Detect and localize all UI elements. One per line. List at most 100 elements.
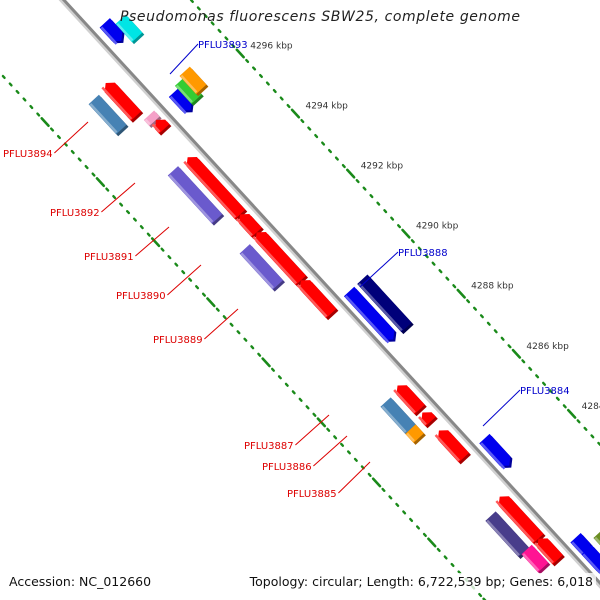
label-leader-line	[101, 182, 136, 213]
gene-label-pflu3888[interactable]: PFLU3888	[398, 248, 448, 259]
gene-label-pflu3890[interactable]: PFLU3890	[116, 291, 166, 302]
minor-tick	[535, 374, 540, 379]
gene-arrow[interactable]	[380, 397, 416, 434]
gene-pflu3892[interactable]	[167, 166, 225, 226]
gene-pflu3887[interactable]	[380, 397, 418, 436]
gene-g-red-1[interactable]	[101, 82, 144, 123]
minor-tick	[231, 43, 236, 49]
minor-tick	[265, 81, 270, 86]
major-tick	[401, 228, 411, 239]
minor-tick	[312, 412, 317, 417]
minor-tick	[217, 28, 222, 34]
minor-tick	[15, 89, 20, 95]
gene-pflu3889[interactable]	[296, 280, 339, 321]
gene-g-red-3886b[interactable]	[418, 412, 438, 429]
gene-pflu3886[interactable]	[405, 424, 426, 445]
gene-arrow[interactable]	[343, 286, 395, 340]
minor-tick	[305, 405, 310, 410]
gene-g-red-3887b[interactable]	[393, 385, 427, 417]
gene-arrow[interactable]	[498, 496, 544, 544]
gene-label-pflu3887[interactable]: PFLU3887	[244, 441, 294, 452]
gene-g-blue-3888a[interactable]	[343, 286, 397, 344]
gene-highlight	[393, 389, 416, 414]
minor-tick	[452, 284, 457, 289]
gene-arrow[interactable]	[570, 532, 591, 554]
gene-g-red-small[interactable]	[151, 119, 172, 136]
gene-pflu3888[interactable]	[357, 274, 414, 335]
gene-label-pflu3893[interactable]: PFLU3893	[198, 40, 248, 51]
gene-g-darkslate[interactable]	[485, 511, 531, 559]
gene-pflu3885[interactable]	[434, 430, 471, 465]
gene-arrow[interactable]	[299, 280, 337, 319]
gene-pflu3893[interactable]	[168, 87, 194, 115]
gene-g-blue-top[interactable]	[99, 18, 125, 45]
minor-tick	[125, 210, 131, 215]
gene-arrow[interactable]	[437, 430, 469, 463]
gene-arrow[interactable]	[115, 14, 143, 43]
gene-arrow[interactable]	[357, 274, 412, 333]
gene-label-pflu3892[interactable]: PFLU3892	[50, 208, 100, 219]
minor-tick	[415, 525, 421, 530]
gene-arrow[interactable]	[99, 18, 123, 42]
minor-tick	[119, 202, 124, 207]
gene-arrow[interactable]	[88, 94, 127, 135]
gene-highlight	[144, 118, 151, 126]
gene-arrow[interactable]	[479, 433, 511, 466]
gene-arrow[interactable]	[168, 87, 192, 111]
minor-tick	[224, 36, 229, 41]
gene-highlight	[252, 235, 298, 285]
label-leader-line	[313, 435, 348, 467]
label-leader-line	[169, 43, 199, 75]
gene-arrow[interactable]	[174, 76, 202, 104]
gene-arrow[interactable]	[521, 544, 549, 573]
gene-arrow[interactable]	[537, 538, 563, 565]
gene-g-blue-lower2[interactable]	[581, 545, 600, 575]
minor-tick	[29, 104, 34, 110]
minor-tick	[321, 141, 326, 146]
gene-g-pink[interactable]	[143, 110, 162, 128]
gene-arrow[interactable]	[179, 66, 207, 95]
gene-label-pflu3886[interactable]: PFLU3886	[262, 462, 312, 473]
gene-arrow[interactable]	[255, 232, 307, 286]
gene-label-pflu3884[interactable]: PFLU3884	[520, 386, 570, 397]
gene-arrow[interactable]	[239, 244, 284, 290]
minor-tick	[334, 156, 339, 161]
gene-label-pflu3885[interactable]: PFLU3885	[287, 489, 337, 500]
major-tick	[371, 477, 382, 488]
gene-highlight	[175, 84, 193, 103]
gene-g-red-3890b[interactable]	[252, 232, 309, 288]
gene-arrow[interactable]	[239, 214, 262, 238]
gene-g-cyan[interactable]	[115, 14, 145, 45]
minor-tick	[284, 382, 289, 387]
gene-label-pflu3891[interactable]: PFLU3891	[84, 252, 134, 263]
minor-tick	[132, 217, 137, 222]
gene-pflu3894[interactable]	[183, 156, 248, 222]
gene-g-red-lower[interactable]	[495, 496, 546, 546]
gene-label-pflu3889[interactable]: PFLU3889	[153, 335, 203, 346]
gene-arrow[interactable]	[186, 156, 246, 220]
minor-tick	[286, 103, 291, 109]
gene-arrow[interactable]	[396, 385, 425, 415]
gene-highlight	[434, 434, 460, 462]
minor-tick	[417, 246, 422, 251]
minor-tick	[112, 195, 117, 200]
gene-pflu3890[interactable]	[239, 244, 286, 292]
gene-g-orange[interactable]	[179, 66, 209, 97]
gene-arrow[interactable]	[581, 545, 600, 572]
gene-arrow[interactable]	[104, 82, 142, 121]
gene-label-pflu3894[interactable]: PFLU3894	[3, 149, 53, 160]
minor-tick	[583, 426, 588, 431]
gene-pflu3884[interactable]	[479, 433, 513, 470]
minor-tick	[291, 390, 296, 395]
gene-g-olive[interactable]	[593, 528, 600, 567]
gene-g-green[interactable]	[174, 76, 204, 106]
minor-tick	[362, 186, 367, 191]
gene-g-red-lower2[interactable]	[534, 538, 565, 567]
gene-arrow[interactable]	[485, 511, 529, 557]
gene-g-steel-1[interactable]	[88, 94, 129, 137]
minor-tick	[383, 209, 388, 214]
gene-g-magenta[interactable]	[521, 544, 551, 575]
gene-arrow[interactable]	[167, 166, 223, 224]
minor-tick	[77, 157, 82, 162]
